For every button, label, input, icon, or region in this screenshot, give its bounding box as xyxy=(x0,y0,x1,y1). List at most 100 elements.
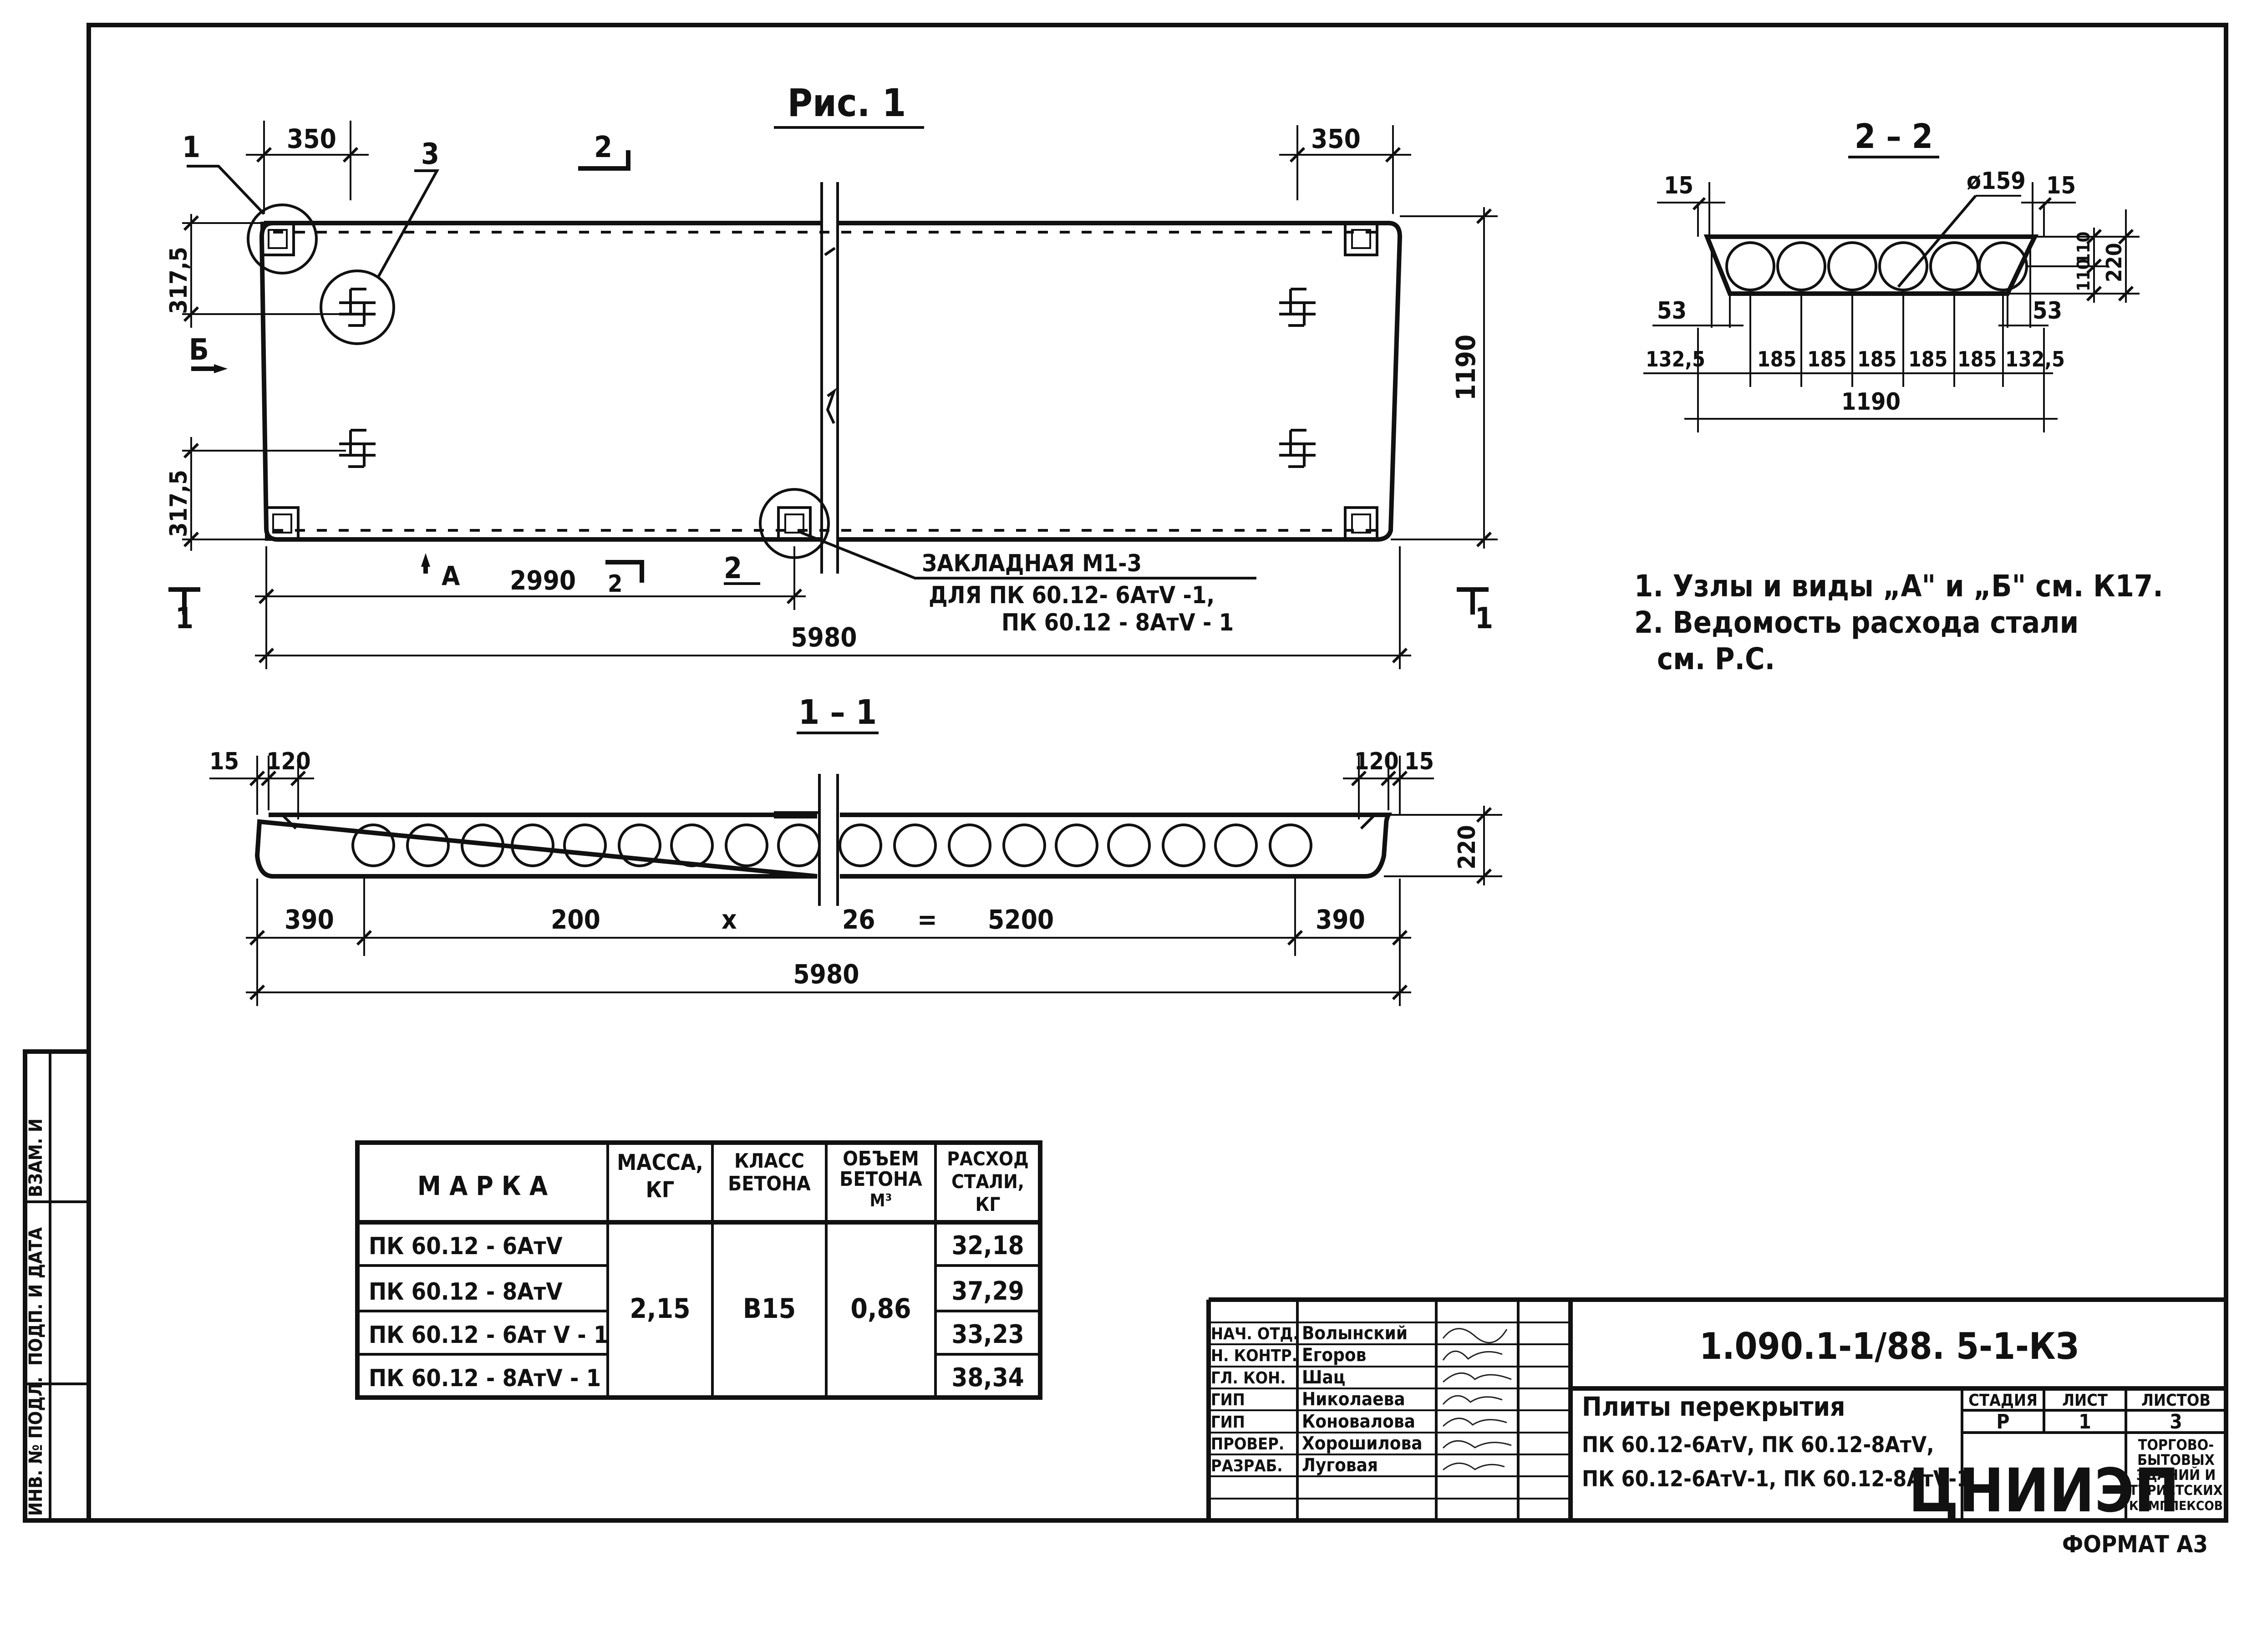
view-b-label: Б xyxy=(189,333,209,367)
svg-text:350: 350 xyxy=(287,123,336,154)
svg-text:317,5: 317,5 xyxy=(165,247,193,314)
side-stamp: ИНВ. № ПОДЛ. ПОДП. И ДАТА ВЗАМ. И xyxy=(25,1118,46,1516)
svg-text:185: 185 xyxy=(1757,347,1796,371)
dim-350-left: 350 xyxy=(246,121,369,214)
fig1-title: Рис. 1 xyxy=(788,81,906,125)
callout-3: 3 xyxy=(421,137,439,171)
col-steel-header-1: РАСХОД xyxy=(947,1148,1029,1170)
role-name: Луговая xyxy=(1302,1455,1378,1476)
svg-text:132,5: 132,5 xyxy=(1646,347,1705,371)
org-logo: ЦНИИЭП xyxy=(1909,1456,2180,1526)
note-2b: см. Р.С. xyxy=(1657,641,1775,676)
row-steel: 38,34 xyxy=(951,1363,1024,1393)
col-steel-header-3: КГ xyxy=(976,1193,1001,1215)
svg-text:220: 220 xyxy=(1454,825,1481,869)
col-class-header-1: КЛАСС xyxy=(734,1149,804,1173)
section-2-2-title: 2 – 2 xyxy=(1855,117,1933,156)
svg-text:15: 15 xyxy=(209,748,239,775)
detail-circle-1 xyxy=(247,203,318,274)
dim-1190-right: 1190 xyxy=(1391,207,1498,549)
role-label: ГИП xyxy=(1211,1413,1245,1432)
title-block: НАЧ. ОТД. Волынский Н. КОНТР. Егоров ГЛ.… xyxy=(1206,1297,2226,1526)
sheet-value: 1 xyxy=(2079,1410,2091,1433)
row-mark: ПК 60.12 - 6Ат Ⅴ - 1 xyxy=(369,1322,609,1349)
col-mass-header-1: МАССА, xyxy=(617,1150,703,1175)
side-stamp-inv: ИНВ. № ПОДЛ. xyxy=(25,1377,46,1516)
row-steel: 33,23 xyxy=(951,1320,1024,1349)
svg-text:53: 53 xyxy=(1657,297,1687,325)
org-sub: ТОРГОВО- xyxy=(2138,1436,2214,1454)
callout-1: 1 xyxy=(182,131,200,164)
section-1-1: 1 – 1 xyxy=(209,693,1502,1006)
section-2-2: 2 – 2 15 15 ø159 110 11 xyxy=(1643,117,2140,432)
dim-5980-top: 5980 xyxy=(255,546,1411,669)
sheet-format: ФОРМАТ А3 xyxy=(2062,1531,2208,1558)
svg-text:200: 200 xyxy=(551,904,600,935)
corner-embeds xyxy=(260,222,1378,541)
svg-text:185: 185 xyxy=(1908,347,1947,371)
lifting-loops xyxy=(339,288,1316,468)
svg-text:5980: 5980 xyxy=(791,622,857,653)
embedded-part-note: ЗАКЛАДНАЯ М1-3 ДЛЯ ПК 60.12- 6АтⅤ -1, ПК… xyxy=(922,550,1234,636)
doc-desc-1: Плиты перекрытия xyxy=(1582,1391,1845,1422)
svg-text:110: 110 xyxy=(2074,259,2094,291)
svg-text:ДЛЯ ПК 60.12- 6АтⅤ -1,: ДЛЯ ПК 60.12- 6АтⅤ -1, xyxy=(929,582,1215,609)
role-name: Николаева xyxy=(1302,1389,1405,1410)
sheet-frame xyxy=(23,23,2228,1523)
dim-317-left: 317,5 317,5 xyxy=(165,214,346,551)
org-sub: ЗДАНИЙ И xyxy=(2136,1466,2216,1484)
class-value: В15 xyxy=(743,1293,796,1325)
section-2-top: 2 xyxy=(594,131,612,164)
detail-circle-3 xyxy=(320,269,395,345)
dim-350-right: 350 xyxy=(1279,123,1411,214)
col-vol-header-2: БЕТОНА xyxy=(839,1168,922,1191)
svg-text:390: 390 xyxy=(285,904,334,935)
col-class-header-2: БЕТОНА xyxy=(728,1172,811,1195)
org-sub: ТУРИСТСКИХ xyxy=(2129,1483,2222,1499)
view-a-label: А xyxy=(442,560,460,591)
svg-text:110: 110 xyxy=(2074,232,2094,264)
row-mark: ПК 60.12 - 8АтⅤ xyxy=(369,1278,563,1306)
svg-text:2990: 2990 xyxy=(510,565,576,596)
svg-text:26: 26 xyxy=(842,904,875,935)
svg-text:5200: 5200 xyxy=(988,904,1054,935)
side-stamp-sign: ПОДП. И ДАТА xyxy=(25,1227,46,1366)
hollow-cores-2-2 xyxy=(1725,241,2028,291)
sheets-value: 3 xyxy=(2170,1410,2182,1433)
callout-2: 2 xyxy=(724,552,742,585)
svg-text:120: 120 xyxy=(1354,748,1399,775)
svg-text:=: = xyxy=(917,904,937,935)
svg-text:120: 120 xyxy=(266,748,311,775)
svg-text:ø159: ø159 xyxy=(1967,168,2026,195)
org-sub: КОМПЛЕКСОВ xyxy=(2129,1498,2223,1513)
notes: 1. Узлы и виды „А" и „Б" см. К17. 2. Вед… xyxy=(1634,569,2163,676)
svg-text:185: 185 xyxy=(1807,347,1846,371)
role-label: Н. КОНТР. xyxy=(1211,1347,1297,1365)
role-label: ГЛ. КОН. xyxy=(1211,1369,1286,1388)
section-2-bottom: 2 xyxy=(608,570,623,598)
svg-text:ЗАКЛАДНАЯ М1-3: ЗАКЛАДНАЯ М1-3 xyxy=(922,550,1142,577)
role-label: ПРОВЕР. xyxy=(1211,1435,1284,1454)
side-stamp-replace: ВЗАМ. И xyxy=(25,1118,46,1197)
col-vol-header-1: ОБЪЕМ xyxy=(843,1147,919,1170)
stage-value: Р xyxy=(1996,1410,2009,1433)
role-label: РАЗРАБ. xyxy=(1211,1457,1283,1475)
doc-desc-3: ПК 60.12-6АтⅤ-1, ПК 60.12-8АтⅤ-1 xyxy=(1582,1466,1970,1492)
role-label: ГИП xyxy=(1211,1391,1245,1409)
svg-text:185: 185 xyxy=(1957,347,1997,371)
svg-text:390: 390 xyxy=(1316,904,1365,935)
stage-header: СТАДИЯ xyxy=(1968,1391,2038,1410)
fig1-plan: Рис. 1 1 xyxy=(165,81,1498,669)
signatures xyxy=(1442,1328,1512,1471)
row-steel: 32,18 xyxy=(951,1231,1024,1261)
svg-text:317,5: 317,5 xyxy=(165,470,193,537)
note-2a: 2. Ведомость расхода стали xyxy=(1634,605,2079,640)
svg-text:ПК 60.12 - 8АтⅤ - 1: ПК 60.12 - 8АтⅤ - 1 xyxy=(1001,609,1234,636)
sheets-header: ЛИСТОВ xyxy=(2141,1391,2211,1410)
org-sub: БЫТОВЫХ xyxy=(2137,1451,2215,1469)
svg-text:15: 15 xyxy=(1404,748,1434,775)
col-mark-header: М А Р К А xyxy=(417,1170,548,1201)
svg-text:1190: 1190 xyxy=(1450,335,1481,401)
svg-text:185: 185 xyxy=(1857,347,1896,371)
col-steel-header-2: СТАЛИ, xyxy=(951,1170,1024,1193)
